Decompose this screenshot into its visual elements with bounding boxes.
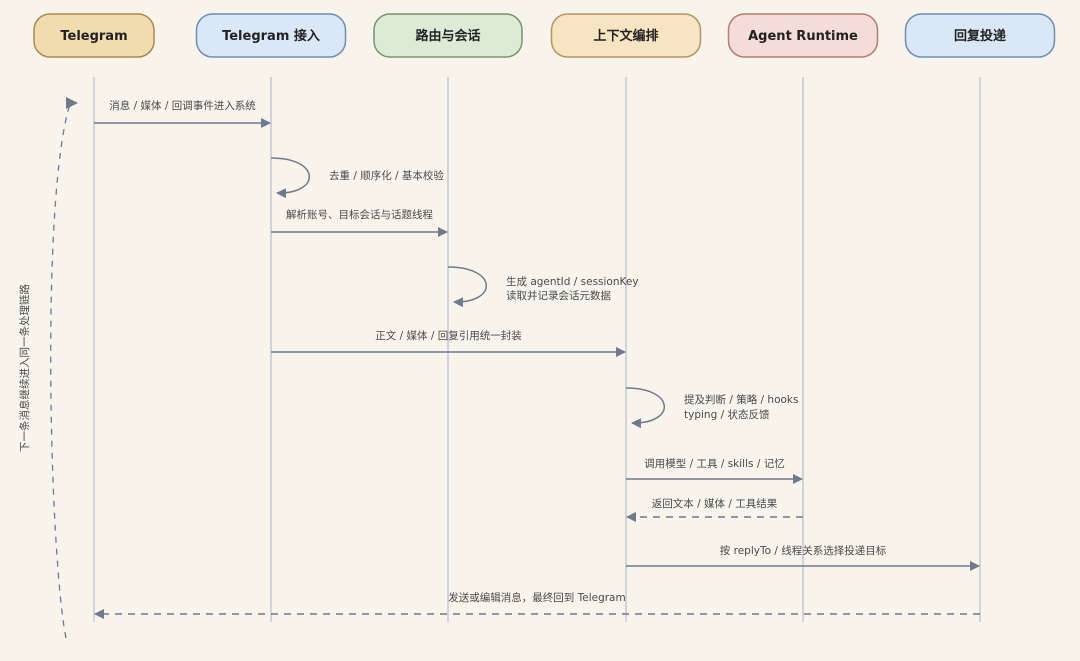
message-6: 调用模型 / 工具 / skills / 记忆 bbox=[626, 457, 803, 484]
message-label: 返回文本 / 媒体 / 工具结果 bbox=[652, 497, 778, 510]
message-label: 按 replyTo / 线程关系选择投递目标 bbox=[720, 544, 887, 557]
message-label: 提及判断 / 策略 / hooks bbox=[684, 393, 798, 406]
message-2: 解析账号、目标会话与话题线程 bbox=[271, 208, 448, 237]
self-message-arrow bbox=[625, 387, 665, 429]
self-message-arrow bbox=[447, 266, 487, 308]
participant-label: 上下文编排 bbox=[593, 28, 658, 44]
participant-box bbox=[373, 13, 523, 58]
participant-1: Telegram 接入 bbox=[195, 13, 347, 58]
participant-0: Telegram bbox=[33, 13, 155, 58]
self-message-arrow bbox=[270, 157, 310, 199]
participant-label: 回复投递 bbox=[954, 28, 1006, 44]
participant-5: 回复投递 bbox=[904, 13, 1056, 58]
message-label: 读取并记录会话元数据 bbox=[506, 289, 611, 302]
repeat-loop: 下一条消息继续进入同一条处理链路 bbox=[18, 97, 78, 639]
repeat-loop-label: 下一条消息继续进入同一条处理链路 bbox=[18, 284, 31, 452]
message-8: 按 replyTo / 线程关系选择投递目标 bbox=[626, 544, 980, 571]
participant-label: Telegram 接入 bbox=[222, 28, 320, 44]
triangle-icon bbox=[66, 97, 78, 109]
message-label: 生成 agentId / sessionKey bbox=[506, 275, 639, 288]
participant-label: 路由与会话 bbox=[415, 28, 480, 44]
participant-label: Telegram bbox=[60, 29, 127, 44]
message-label: 发送或编辑消息，最终回到 Telegram bbox=[448, 591, 625, 604]
message-label: 消息 / 媒体 / 回调事件进入系统 bbox=[109, 99, 256, 112]
message-label: 正文 / 媒体 / 回复引用统一封装 bbox=[375, 329, 522, 342]
message-0: 消息 / 媒体 / 回调事件进入系统 bbox=[94, 99, 271, 128]
participant-4: Agent Runtime bbox=[727, 13, 879, 58]
participant-box bbox=[550, 13, 702, 58]
message-7: 返回文本 / 媒体 / 工具结果 bbox=[626, 497, 803, 522]
message-label: 去重 / 顺序化 / 基本校验 bbox=[329, 169, 444, 182]
participant-box bbox=[727, 13, 879, 58]
participant-box bbox=[195, 13, 347, 58]
message-label: 解析账号、目标会话与话题线程 bbox=[286, 208, 433, 221]
message-label: 调用模型 / 工具 / skills / 记忆 bbox=[644, 457, 784, 470]
participant-2: 路由与会话 bbox=[373, 13, 523, 58]
message-1: 去重 / 顺序化 / 基本校验 bbox=[270, 157, 444, 199]
participant-label: Agent Runtime bbox=[748, 29, 858, 44]
repeat-loop-arrow bbox=[50, 103, 71, 639]
participant-box bbox=[904, 13, 1056, 58]
message-4: 正文 / 媒体 / 回复引用统一封装 bbox=[271, 329, 626, 357]
message-label: typing / 状态反馈 bbox=[684, 408, 770, 421]
participant-3: 上下文编排 bbox=[550, 13, 702, 58]
message-5: 提及判断 / 策略 / hooks typing / 状态反馈 bbox=[625, 387, 798, 429]
participant-box bbox=[33, 13, 155, 58]
message-9: 发送或编辑消息，最终回到 Telegram bbox=[94, 591, 980, 619]
